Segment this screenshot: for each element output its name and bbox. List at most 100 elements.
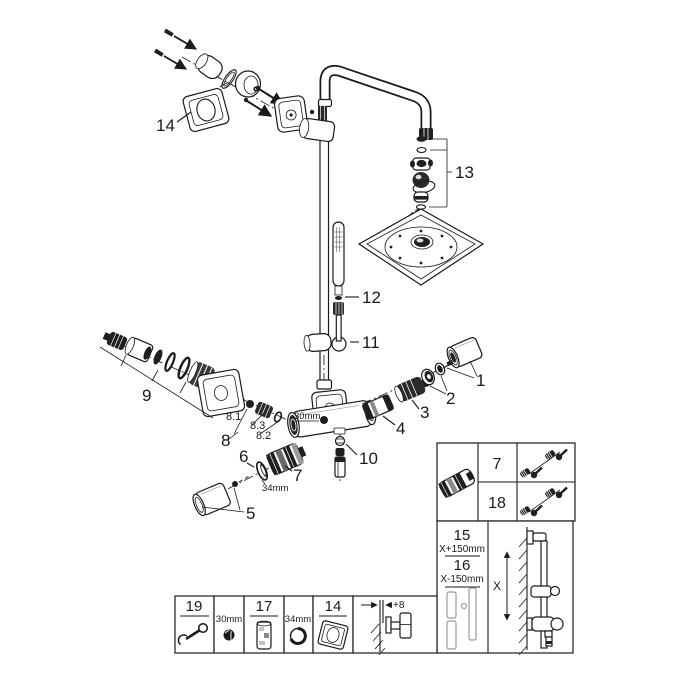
tools-strip: 19 30mm 17 34mm 14 bbox=[174, 595, 438, 656]
fixing-set-row-18 bbox=[518, 486, 569, 518]
gasket-14-icon bbox=[317, 620, 349, 650]
volume-chain: 7 6 34mm 5 bbox=[192, 442, 307, 523]
callout-2: 2 bbox=[446, 389, 455, 408]
rain-shower-head bbox=[357, 208, 485, 286]
pipe-clamp bbox=[299, 118, 336, 143]
union-nut-30mm bbox=[320, 416, 328, 424]
washer-8-1 bbox=[246, 400, 254, 408]
callout-13: 13 bbox=[455, 163, 474, 182]
bracket-9 bbox=[99, 346, 214, 419]
spray-nozzles bbox=[389, 229, 453, 265]
volume-handle-5 bbox=[192, 482, 231, 517]
inlet-fitting bbox=[102, 331, 128, 351]
callout-11: 11 bbox=[362, 333, 380, 352]
aquadimmer-7 bbox=[265, 442, 307, 476]
leader-3 bbox=[411, 399, 420, 410]
wall-depth-scheme: +8 bbox=[361, 600, 412, 656]
sleeve-4 bbox=[361, 394, 395, 420]
cap-sleeve bbox=[124, 336, 154, 363]
callout-12: 12 bbox=[362, 288, 381, 307]
callout-1: 1 bbox=[476, 371, 485, 390]
strip-label-30mm: 30mm bbox=[216, 614, 242, 625]
callout-6: 6 bbox=[239, 447, 248, 466]
leader-6 bbox=[246, 462, 255, 468]
parts-row-7: 7 bbox=[493, 456, 502, 473]
shower-arm bbox=[299, 65, 433, 143]
shower-rail bbox=[316, 139, 333, 390]
wall-mount-scheme: X bbox=[493, 527, 564, 656]
bracket-2 bbox=[429, 375, 448, 395]
slide-connector-group-12: 12 bbox=[333, 288, 381, 315]
strip-label-19: 19 bbox=[186, 598, 203, 615]
strip-label-plus8: +8 bbox=[393, 600, 405, 611]
nut-30mm-icon bbox=[223, 629, 235, 641]
leader-4 bbox=[382, 415, 396, 426]
parts-table: 7 18 bbox=[436, 442, 576, 522]
spacing-table: 15 X+150mm 16 X-150mm bbox=[436, 520, 574, 656]
ring-34mm-icon bbox=[289, 627, 307, 645]
hand-shower-tube bbox=[335, 314, 342, 342]
callout-8-3: 8.3 bbox=[250, 420, 265, 432]
bracket-13 bbox=[429, 138, 452, 208]
bracket-5 bbox=[201, 487, 245, 513]
variant-16-dim: X-150mm bbox=[440, 574, 483, 585]
handle-screw-1 bbox=[446, 359, 454, 367]
rail-pipe-icons bbox=[446, 587, 477, 650]
escutcheon-group-9: 9 bbox=[99, 331, 251, 419]
cap-2a bbox=[421, 368, 435, 386]
clamp-fitting bbox=[318, 106, 327, 121]
head-hub bbox=[410, 234, 434, 250]
variant-15-dim: X+150mm bbox=[439, 544, 485, 555]
callout-8-2: 8.2 bbox=[256, 430, 271, 442]
dome-nut bbox=[413, 191, 429, 203]
wall-mount-group: 14 bbox=[153, 28, 309, 135]
handle-chain: 4 3 2 bbox=[361, 337, 485, 438]
strip-label-34mm: 34mm bbox=[285, 614, 311, 625]
cap-2b bbox=[434, 362, 446, 376]
variant-15: 15 bbox=[454, 527, 471, 544]
variant-16: 16 bbox=[454, 557, 471, 574]
callout-8-1: 8.1 bbox=[226, 411, 241, 423]
shower-holder-11: 11 bbox=[303, 314, 380, 352]
connection-group-8: 8.1 8.3 8.2 8 bbox=[221, 399, 293, 450]
ring-8-2 bbox=[273, 411, 283, 423]
cartridge-17-icon bbox=[256, 620, 272, 650]
leader-14 bbox=[176, 111, 192, 123]
wall-union-icon bbox=[385, 612, 412, 639]
callout-9: 9 bbox=[142, 386, 151, 405]
wall-hatching bbox=[518, 537, 528, 656]
callout-5: 5 bbox=[246, 504, 255, 523]
flange-nut bbox=[410, 157, 433, 171]
leader-7 bbox=[284, 465, 293, 472]
dim-30mm: 30mm bbox=[294, 411, 320, 422]
fixing-set-row-7 bbox=[518, 448, 569, 480]
square-escutcheon bbox=[196, 368, 246, 418]
seal-ring bbox=[153, 349, 163, 365]
wall-plug-screws bbox=[153, 28, 198, 70]
bracket-8 bbox=[227, 408, 280, 441]
hand-shower bbox=[332, 221, 345, 296]
strip-label-17: 17 bbox=[256, 598, 273, 615]
valve-assembly: 30mm 10 bbox=[287, 389, 378, 482]
strip-label-14: 14 bbox=[325, 598, 342, 615]
parts-row-18: 18 bbox=[488, 495, 506, 512]
temperature-handle-1 bbox=[446, 337, 483, 369]
bracket-1 bbox=[446, 360, 478, 379]
mount-sleeve bbox=[195, 53, 223, 80]
handle-screw-5 bbox=[232, 481, 238, 487]
dim-34mm: 34mm bbox=[262, 483, 288, 494]
callout-8: 8 bbox=[221, 431, 230, 450]
mount-ring bbox=[221, 69, 237, 89]
square-gasket-14 bbox=[182, 87, 230, 133]
head-connector-group-13: 13 bbox=[410, 136, 474, 210]
callout-4: 4 bbox=[396, 419, 405, 438]
cover-plate bbox=[273, 95, 309, 133]
wall-hatching-small bbox=[370, 623, 386, 656]
callout-10: 10 bbox=[359, 449, 378, 468]
o-ring-a bbox=[164, 352, 176, 372]
wrench-icon bbox=[177, 622, 209, 646]
clamp-screw bbox=[309, 109, 315, 115]
wall-bracket bbox=[234, 70, 262, 98]
